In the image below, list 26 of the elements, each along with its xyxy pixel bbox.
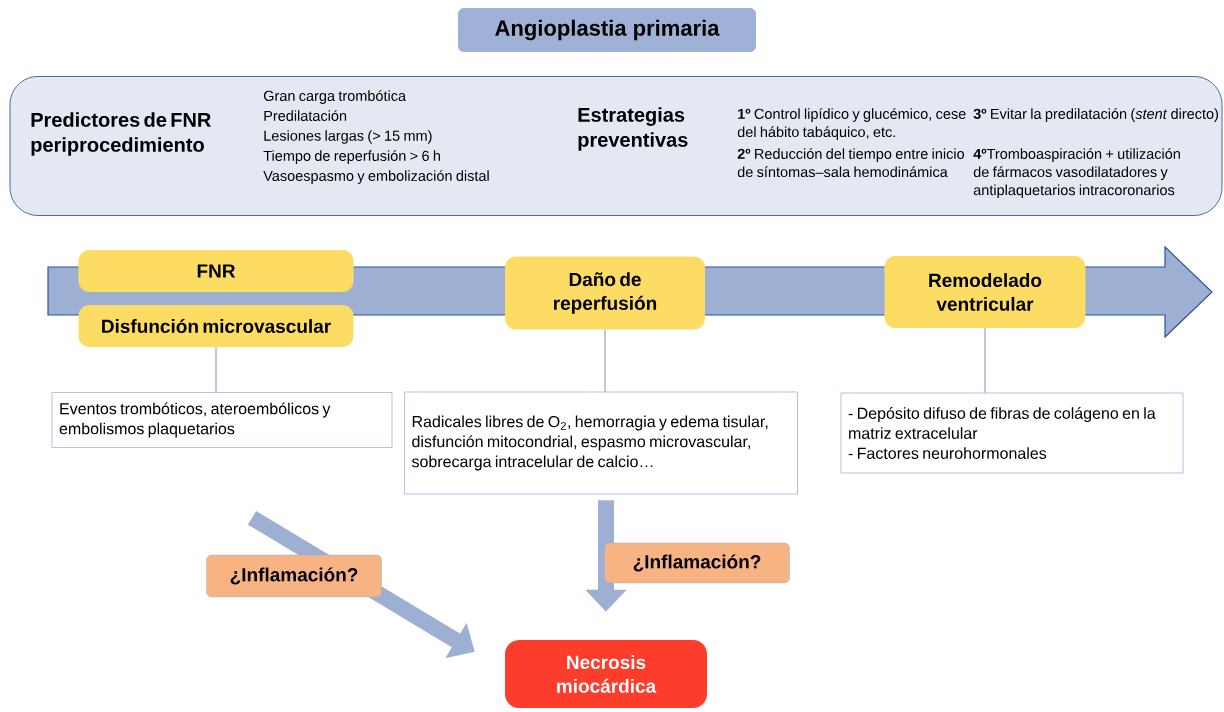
list-item: Vasoespasmo y embolización distal (263, 170, 489, 184)
stage-box: Disfunción microvascular (78, 305, 354, 347)
stage-box: Remodelado ventricular (884, 256, 1086, 328)
heading: Predictores de FNR periprocedimiento (31, 112, 211, 156)
list-item: Gran carga trombótica (263, 90, 407, 104)
list-item: 1º Control lipídico y glucémico, cese del hábito tabáquico, etc. (737, 108, 966, 140)
connector-line (984, 327, 986, 394)
list-item: Tiempo de reperfusión > 6 h (263, 150, 440, 164)
list-item: Lesiones largas (> 15 mm) (264, 130, 432, 144)
text-box: Radicales libres de O$_{2}$, hemorragia y edema tisular, disfunción mitocondrial, espasmo microvascular, sobrecarga intracelular de calcio… (404, 391, 798, 495)
title-box: Angioplastia primaria (458, 8, 756, 52)
edge-label: ¿Inflamación? (206, 554, 382, 598)
list-item: Predilatación (264, 110, 347, 121)
info-panel (9, 76, 1223, 216)
stage-box: FNR (78, 250, 354, 292)
outcome-box: Necrosis miocárdica (505, 640, 707, 708)
text-box: - Depósito difuso de fibras de colágeno en la matriz extracelular - Factores neurohormonales (840, 392, 1184, 474)
list-item: 3º Evitar la predilatación (stent directo) (973, 108, 1218, 122)
stage-box: Daño de reperfusión (505, 256, 705, 330)
connector-line (604, 329, 606, 393)
list-item: 2º Reducción del tiempo entre inicio de síntomas–sala hemodinámica (737, 148, 965, 178)
edge-label: ¿Inflamación? (604, 542, 790, 584)
list-item: 4ºTromboaspiración + utilización de fármacos vasodilatadores y antiplaquetarios intracoronarios (973, 148, 1180, 199)
connector-line (215, 346, 217, 393)
text-box: Eventos trombóticos, ateroembólicos y embolismos plaquetarios (51, 392, 393, 448)
heading: Estrategias preventivas (578, 107, 688, 151)
